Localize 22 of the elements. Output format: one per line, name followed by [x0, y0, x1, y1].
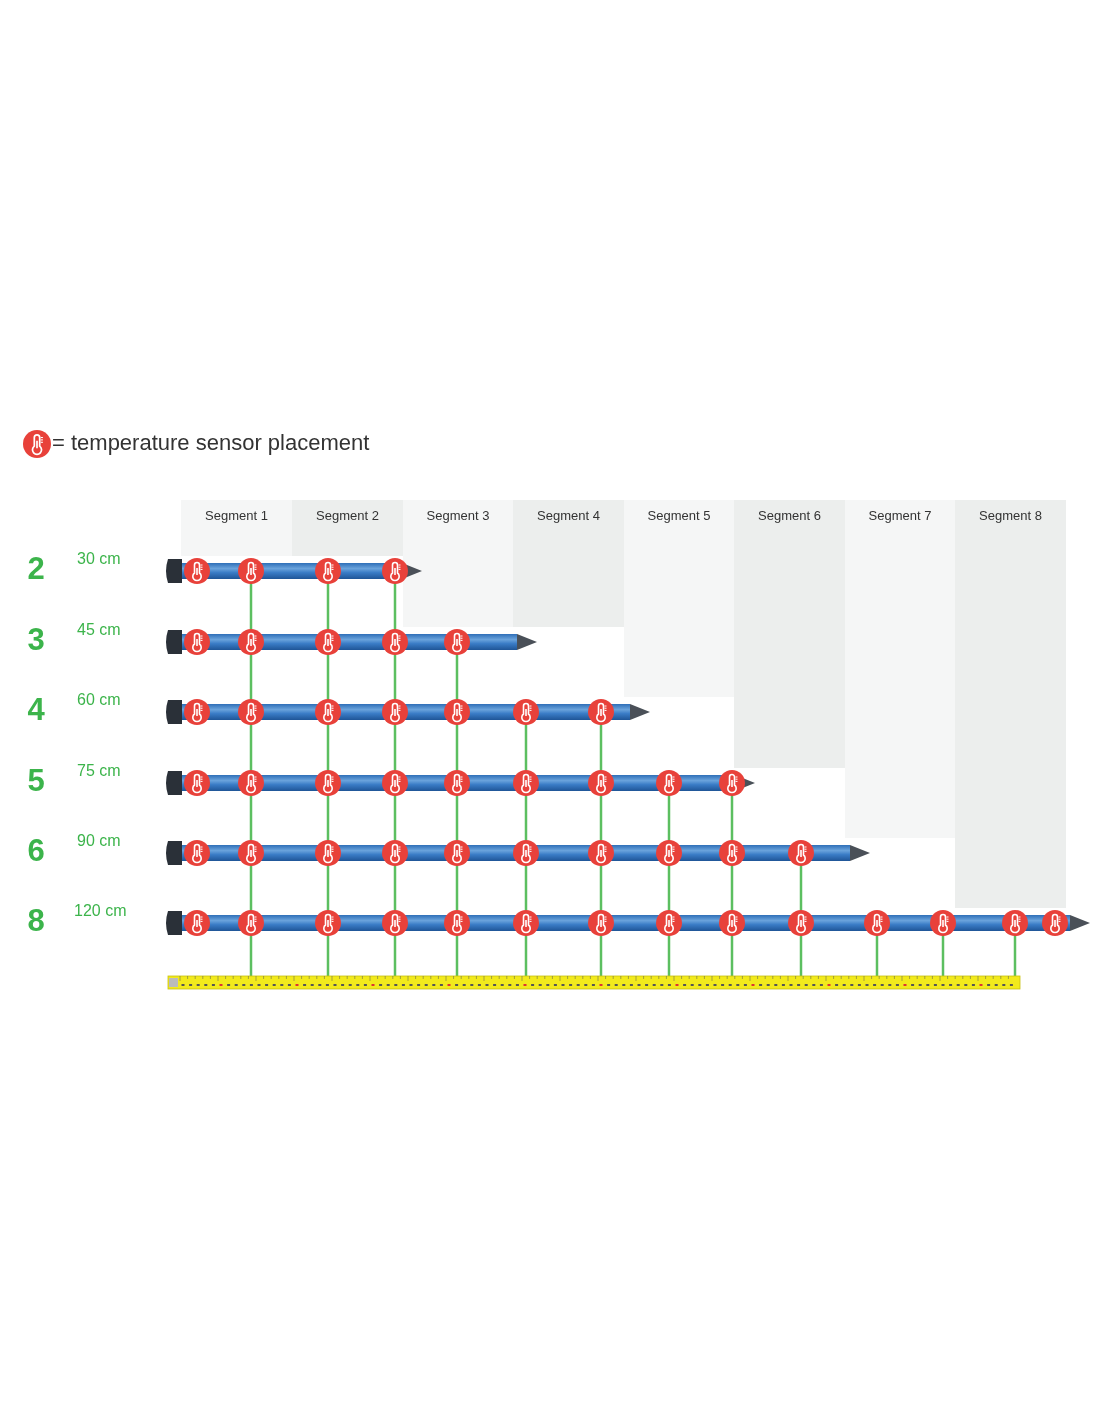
segment-label: Segment 5 [646, 508, 712, 523]
row-number: 3 [26, 622, 46, 658]
probe-length-label: 90 cm [77, 832, 121, 850]
segment-label: Segment 4 [536, 508, 601, 523]
segment-label: Segment 3 [425, 508, 491, 523]
legend-text: = temperature sensor placement [52, 430, 370, 456]
segment-label: Segment 7 [867, 508, 933, 523]
segment-label: Segment 1 [204, 508, 269, 523]
probe-length-label: 60 cm [77, 691, 121, 709]
row-number: 5 [26, 763, 46, 799]
segment-band [403, 500, 513, 627]
probe-length-label: 120 cm [74, 902, 127, 920]
row-number: 2 [26, 551, 46, 587]
probe-length-label: 45 cm [77, 621, 121, 639]
row-number: 8 [26, 903, 46, 939]
probe-length-label: 75 cm [77, 762, 121, 780]
probe-length-label: 30 cm [77, 550, 121, 568]
segment-label: Segment 6 [757, 508, 822, 523]
segment-label: Segment 2 [315, 508, 380, 523]
row-number: 4 [26, 692, 46, 728]
row-number: 6 [26, 833, 46, 869]
segment-label: Segment 8 [978, 508, 1043, 523]
